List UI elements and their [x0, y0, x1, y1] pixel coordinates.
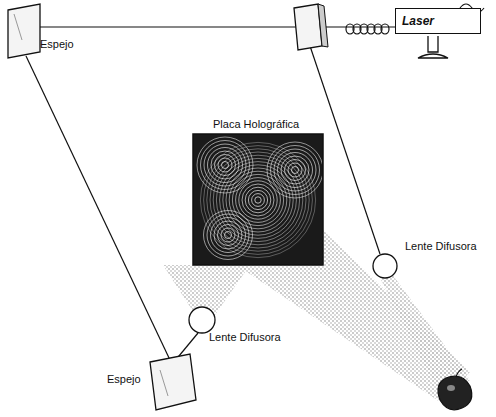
fringe-ring: [210, 152, 306, 248]
node-label: Laser: [402, 14, 434, 28]
fringe-ring: [211, 151, 239, 179]
fringe-ring: [274, 149, 316, 191]
beam-splitter: [294, 4, 322, 50]
fringe-ring: [288, 163, 302, 177]
mirror-shine: [14, 14, 22, 40]
holographic-plate: [193, 134, 323, 265]
coil-winding: [381, 24, 389, 34]
fringe-ring: [267, 142, 322, 198]
part-label: Espejo: [40, 38, 74, 51]
fringe-ring: [200, 142, 315, 257]
fringe-ring: [239, 181, 277, 219]
fringe-ring: [213, 155, 303, 245]
fringe-ring: [223, 165, 293, 235]
fringe-ring: [255, 197, 261, 203]
fringe-ring: [218, 158, 232, 172]
part-label: Placa Holográfica: [213, 118, 299, 131]
fringe-ring: [252, 194, 265, 207]
fringe-ring: [207, 214, 249, 256]
fringe-ring: [201, 141, 250, 190]
part-label: Lente Difusora: [405, 240, 477, 253]
diffuser-lens: [373, 254, 397, 278]
laser-beam: [22, 27, 395, 362]
fringe-ring: [204, 211, 253, 260]
fringe-ring: [285, 160, 306, 181]
fringe-ring: [218, 225, 239, 246]
interference-fringes: [197, 137, 322, 260]
fringe-ring: [215, 155, 236, 176]
fringe-ring: [225, 232, 232, 239]
fringe-ring: [222, 162, 229, 169]
fringe-ring: [208, 148, 243, 183]
laser-cable: [346, 24, 389, 34]
fringe-ring: [281, 156, 309, 184]
laser-box: Laser: [395, 8, 481, 34]
object-apple: [438, 376, 472, 410]
mirror: [150, 354, 196, 410]
apple-highlight: [447, 385, 455, 391]
fringe-ring: [242, 184, 274, 216]
fringe-ring: [236, 178, 281, 223]
fringe-ring: [292, 167, 299, 174]
fringe-ring: [211, 218, 246, 253]
mirror: [8, 4, 40, 58]
fringe-ring: [221, 228, 235, 242]
fringe-ring: [245, 187, 271, 213]
part-label: Espejo: [107, 373, 141, 386]
fringe-ring: [226, 168, 290, 232]
fringe-ring: [248, 190, 267, 209]
apple-stem: [456, 369, 462, 377]
mirror-shine: [160, 370, 168, 396]
beam-splitter-edge: [318, 4, 328, 47]
fringe-ring: [207, 149, 309, 251]
fringe-ring: [214, 221, 242, 249]
fringe-ring: [204, 144, 246, 186]
fringe-ring: [271, 146, 320, 195]
fringe-ring: [197, 137, 253, 193]
diffuser-lens: [189, 307, 215, 333]
laser-stand: [418, 36, 448, 58]
fringe-ring: [216, 158, 299, 241]
fringe-ring: [278, 153, 313, 188]
fringe-ring: [204, 146, 313, 255]
part-label: Lente Difusora: [209, 331, 281, 344]
